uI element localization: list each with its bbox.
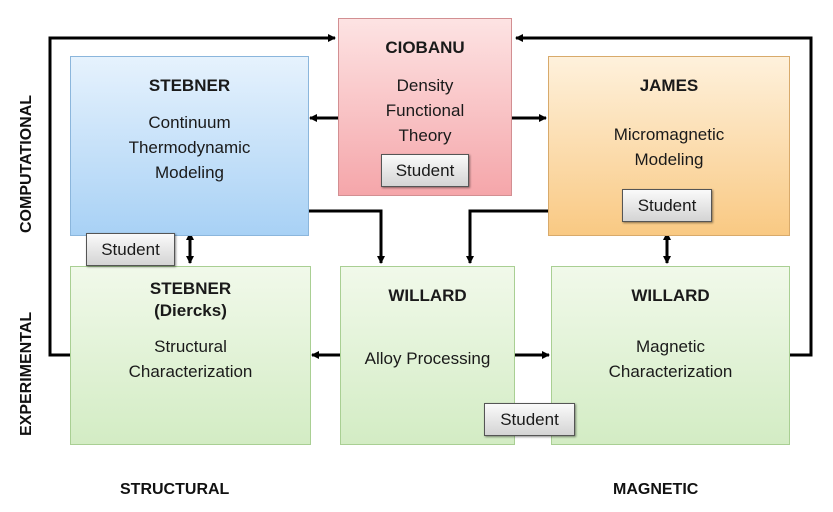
student-tag-willard: Student <box>484 403 575 436</box>
box-description: Continuum Thermodynamic Modeling <box>128 113 251 182</box>
box-title: STEBNER (Diercks) <box>149 279 232 320</box>
box-description: Alloy Processing <box>364 349 491 368</box>
box-description: Micromagnetic Modeling <box>613 125 725 169</box>
magnetic-label: MAGNETIC <box>613 481 699 498</box>
box-description: Density Functional Theory <box>385 76 465 145</box>
box-title: WILLARD <box>631 286 710 305</box>
student-tag-james: Student <box>622 189 712 222</box>
arrow-stebner-to-processing <box>309 209 385 264</box>
box-title: WILLARD <box>388 286 467 305</box>
willard-magnetic-box: WILLARD Magnetic Characterization <box>551 266 790 445</box>
experimental-label: EXPERIMENTAL <box>18 311 35 436</box>
arrow-structural-to-ciobanu <box>48 34 336 357</box>
box-description: Magnetic Characterization <box>608 337 733 381</box>
stebner-diercks-structural-box: STEBNER (Diercks) Structural Characteriz… <box>70 266 311 445</box>
computational-label: COMPUTATIONAL <box>18 94 35 233</box>
box-title: CIOBANU <box>385 38 465 57</box>
box-description: Structural Characterization <box>128 337 253 381</box>
student-tag-stebner: Student <box>86 233 175 266</box>
box-title: JAMES <box>639 76 699 95</box>
box-title: STEBNER <box>148 76 231 95</box>
student-tag-ciobanu: Student <box>381 154 469 187</box>
structural-label: STRUCTURAL <box>120 481 230 498</box>
arrow-magnetic-to-ciobanu <box>515 34 813 357</box>
stebner-modeling-box: STEBNER Continuum Thermodynamic Modeling <box>70 56 309 236</box>
arrow-james-to-processing <box>466 209 548 264</box>
